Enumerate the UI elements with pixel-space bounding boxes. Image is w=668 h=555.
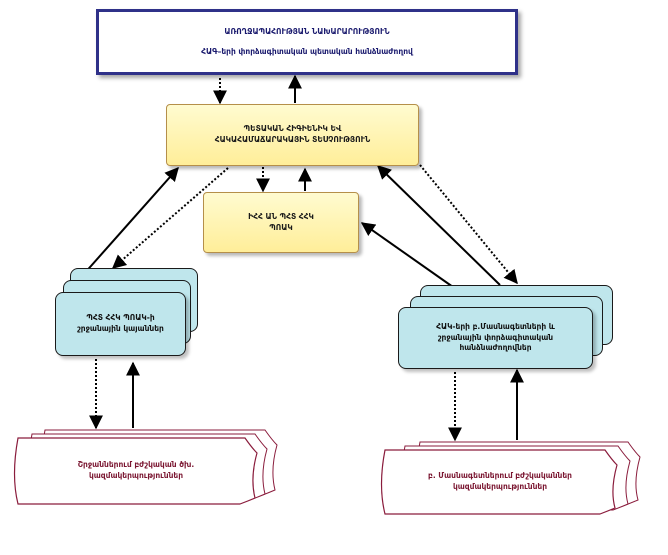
specialists-line-3: հանձնաժողովներ [459, 343, 532, 353]
specialist-medical-orgs-line-2: կազմակերպություններ [452, 482, 548, 491]
regional-medical-orgs-box: Շրջաններում բժշկական ծխ. կազմակերպությու… [22, 442, 250, 500]
center-node-line-1: ԻՀՀ ԱՆ ՊՀՏ ՀՀԿ [248, 211, 314, 221]
specialists-line-1: ՀԱԿ-երի բ.Մասնագետների և [436, 321, 555, 331]
specialist-medical-orgs-line-1: բ. Մասնագետներում բժշկականներ [428, 471, 572, 481]
center-node-line-2: ՊՈԱԿ [269, 222, 293, 232]
specialist-medical-orgs-box: բ. Մասնագետներում բժշկականներ կազմակերպո… [389, 454, 611, 510]
specialists-line-2: շրջանային փորձագիտական [437, 332, 554, 342]
regional-stations-line-1: ՊՀՏ ՀՀԿ ՊՈԱԿ-ի [86, 313, 155, 323]
regional-stations-line-2: շրջանային կայաններ [77, 324, 164, 333]
regional-medical-orgs-line-1: Շրջաններում բժշկական ծխ. [77, 460, 195, 470]
ministry-title: ԱՌՈՂՋԱՊԱՀՈՒԹՅԱՆ ՆԱԽԱՐԱՐՈՒԹՅՈՒՆ [224, 26, 390, 36]
arrow-right-to-center [376, 165, 501, 286]
arrow-right-to-middle [360, 222, 454, 288]
arrow-left-to-center [82, 166, 179, 276]
arrow-center-to-right [419, 164, 518, 285]
inspection-line-2: ՀԱԿԱՀԱՄԱՃԱՐԱԿԱՅԻՆ ՏԵՍՉՈՒԹՅՈՒՆ [214, 135, 371, 144]
scroll-front [380, 449, 618, 515]
inspection-box: ՊԵՏԱԿԱՆ ՀԻԳԻԵՆԻԿ ԵՎ ՀԱԿԱՀԱՄԱՃԱՐԱԿԱՅԻՆ ՏԵ… [166, 104, 419, 166]
regional-medical-orgs-line-2: կազմակերպություններ [88, 471, 184, 480]
scroll-front [13, 437, 258, 505]
inspection-line-1: ՊԵՏԱԿԱՆ ՀԻԳԻԵՆԻԿ ԵՎ [243, 124, 342, 134]
specialists-commissions-box: ՀԱԿ-երի բ.Մասնագետների և շրջանային փորձա… [398, 307, 593, 369]
arrow-center-to-left [111, 167, 229, 269]
ministry-box: ԱՌՈՂՋԱՊԱՀՈՒԹՅԱՆ ՆԱԽԱՐԱՐՈՒԹՅՈՒՆ ՀԱԳ–երի փ… [96, 9, 518, 75]
ministry-subtitle: ՀԱԳ–երի փորձագիտական պետական հանձնաժողով [201, 46, 413, 56]
center-node-box: ԻՀՀ ԱՆ ՊՀՏ ՀՀԿ ՊՈԱԿ [203, 192, 359, 253]
regional-stations-box: ՊՀՏ ՀՀԿ ՊՈԱԿ-ի շրջանային կայաններ [55, 292, 186, 356]
